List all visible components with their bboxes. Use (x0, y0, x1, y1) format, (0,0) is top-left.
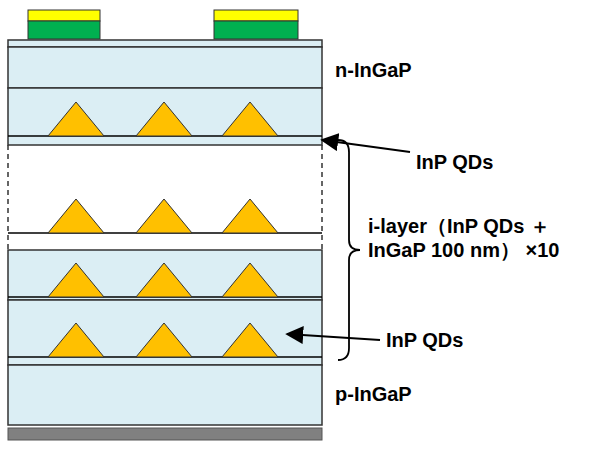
layer-label: p-InGaP (335, 382, 412, 406)
top-electrode (28, 10, 298, 39)
brace (338, 140, 360, 360)
layer-stack (8, 40, 322, 425)
dashed-region (8, 145, 322, 250)
leader-arrow (322, 140, 410, 152)
bracket-label: i-layer（InP QDs ＋InGaP 100 nm） ×10 (368, 214, 568, 262)
layer-label: n-InGaP (335, 58, 412, 82)
quantum-dots (8, 102, 322, 357)
leader-arrow (287, 334, 380, 340)
callout-label: InP QDs (386, 328, 463, 352)
callout-label: InP QDs (416, 150, 493, 174)
bottom-electrode (8, 428, 322, 440)
